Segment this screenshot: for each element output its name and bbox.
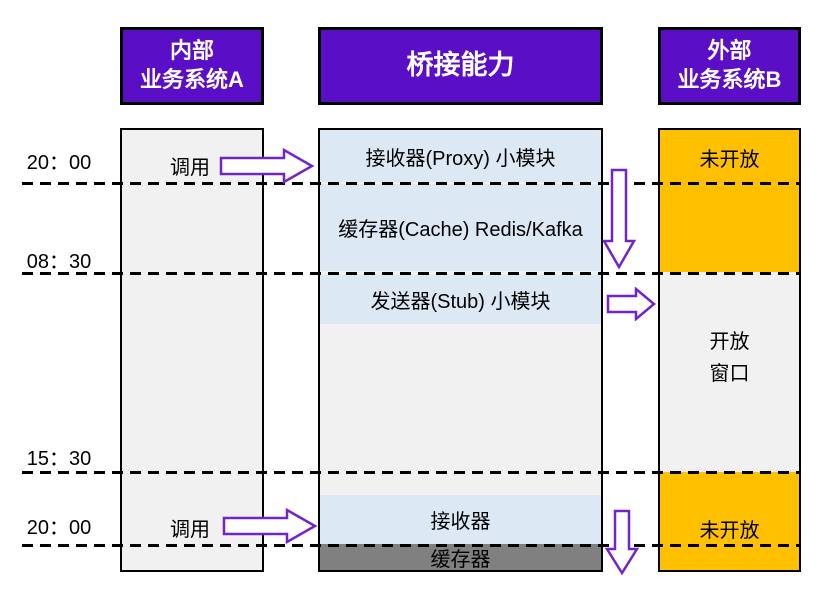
closed-window-bottom: 未开放 xyxy=(660,472,799,570)
module-cache: 缓存器(Cache) Redis/Kafka xyxy=(320,184,601,271)
module-receiver-bottom: 接收器 xyxy=(320,495,601,544)
header-external-line1: 外部 xyxy=(707,38,752,64)
dashed-line-2000-top xyxy=(22,182,801,185)
module-cache-bottom-label: 缓存器 xyxy=(430,548,491,571)
module-receiver-bottom-label: 接收器 xyxy=(430,511,491,533)
closed-window-bottom-label: 未开放 xyxy=(699,519,760,542)
call-label-bottom: 调用 xyxy=(170,519,210,541)
header-external-system-b: 外部 业务系统B xyxy=(658,27,801,105)
lane-external-system-b: 未开放 开放 窗口 未开放 xyxy=(658,128,801,572)
module-cache-bottom: 缓存器 xyxy=(320,544,601,571)
flow-down-arrow-bottom-icon xyxy=(604,509,640,576)
header-internal-line1: 内部 xyxy=(169,38,214,64)
time-label-0830: 08：30 xyxy=(26,251,92,273)
module-proxy-receiver: 接收器(Proxy) 小模块 xyxy=(320,130,601,182)
open-window-line1: 开放 xyxy=(709,331,750,353)
lane-internal-system-a xyxy=(120,128,264,572)
header-external-line2: 业务系统B xyxy=(677,67,782,92)
dashed-line-0830 xyxy=(22,272,801,275)
time-label-2000-bottom: 20：00 xyxy=(26,517,92,539)
time-label-2000-top: 20：00 xyxy=(26,152,92,174)
module-stub-sender: 发送器(Stub) 小模块 xyxy=(320,275,601,324)
header-bridge-title: 桥接能力 xyxy=(406,50,515,81)
lane-bridge-capability: 接收器(Proxy) 小模块 缓存器(Cache) Redis/Kafka 发送… xyxy=(318,128,603,572)
closed-window-top: 未开放 xyxy=(660,130,799,272)
call-label-top: 调用 xyxy=(170,157,210,179)
stub-right-arrow-icon xyxy=(606,287,656,321)
module-cache-label: 缓存器(Cache) Redis/Kafka xyxy=(338,219,583,241)
dashed-line-2000-bottom xyxy=(22,544,801,547)
time-label-1530: 15：30 xyxy=(26,448,92,470)
module-proxy-receiver-label: 接收器(Proxy) 小模块 xyxy=(365,147,556,170)
open-window-line2: 窗口 xyxy=(709,363,750,385)
call-right-arrow-top-icon xyxy=(219,147,315,185)
closed-window-top-labelbox: 未开放 xyxy=(660,130,799,185)
flow-down-arrow-top-icon xyxy=(601,168,637,270)
closed-window-top-label: 未开放 xyxy=(699,149,760,171)
module-stub-sender-label: 发送器(Stub) 小模块 xyxy=(370,291,551,313)
call-right-arrow-bottom-icon xyxy=(222,507,318,545)
header-internal-system-a: 内部 业务系统A xyxy=(120,27,264,105)
open-window: 开放 窗口 xyxy=(660,272,799,472)
dashed-line-1530 xyxy=(22,471,801,474)
header-internal-line2: 业务系统A xyxy=(140,67,244,92)
open-window-label: 开放 窗口 xyxy=(710,326,750,418)
header-bridge-capability: 桥接能力 xyxy=(318,27,603,105)
